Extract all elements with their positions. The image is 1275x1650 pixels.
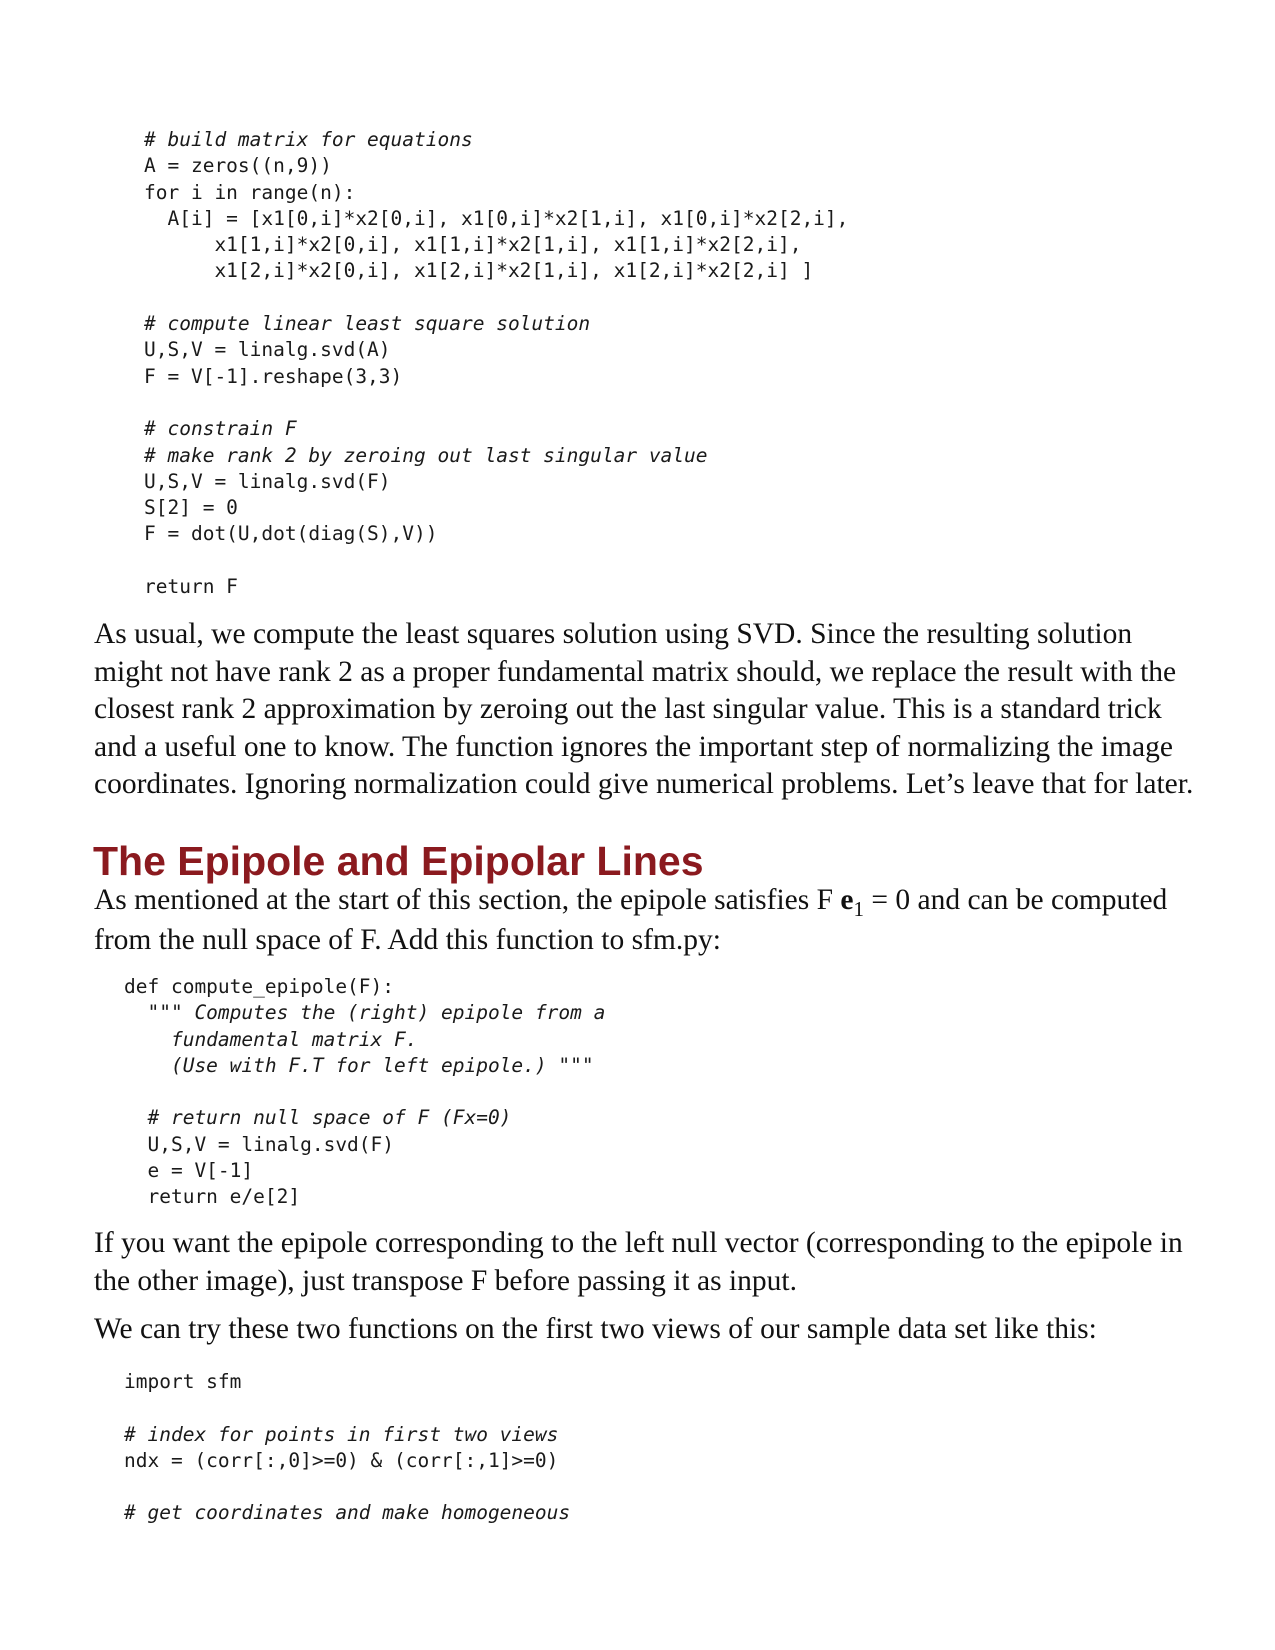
code-comment-line: # get coordinates and make homogeneous xyxy=(124,1501,571,1525)
code-comment-line: # index for points in first two views xyxy=(124,1422,559,1446)
code-line xyxy=(144,548,848,574)
code-line: x1[1,i]*x2[0,i], x1[1,i]*x2[1,i], x1[1,i… xyxy=(144,233,802,257)
code-comment-line: # constrain F xyxy=(144,417,297,441)
code-line: e = V[-1] xyxy=(124,1159,254,1183)
code-block-sample-usage: import sfm # index for points in first tw… xyxy=(124,1369,570,1527)
code-line: F = dot(U,dot(diag(S),V)) xyxy=(144,522,438,546)
code-line: S[2] = 0 xyxy=(144,496,238,520)
code-line xyxy=(144,390,848,416)
code-block-fundamental-matrix: # build matrix for equations A = zeros((n… xyxy=(144,127,848,600)
code-comment-line: fundamental matrix F. xyxy=(124,1027,418,1051)
code-line: F = V[-1].reshape(3,3) xyxy=(144,364,403,388)
paragraph-epipole-text-2: = 0 and can be computed from the null sp… xyxy=(94,884,1168,956)
paragraph-least-squares: As usual, we compute the least squares s… xyxy=(94,618,1194,800)
code-comment-line: # build matrix for equations xyxy=(144,128,473,151)
paragraph-try-functions: We can try these two functions on the fi… xyxy=(94,1313,1097,1345)
code-line: ndx = (corr[:,0]>=0) & (corr[:,1]>=0) xyxy=(124,1448,559,1472)
epipole-subscript: 1 xyxy=(853,897,864,921)
code-line xyxy=(124,1474,570,1500)
paragraph-epipole-text-1: As mentioned at the start of this sectio… xyxy=(94,884,841,916)
code-line: x1[2,i]*x2[0,i], x1[2,i]*x2[1,i], x1[2,i… xyxy=(144,259,814,283)
code-block-compute-epipole: def compute_epipole(F): """ Computes the… xyxy=(124,974,605,1211)
code-line: U,S,V = linalg.svd(A) xyxy=(144,338,391,362)
code-line: import sfm xyxy=(124,1370,242,1393)
code-line: A[i] = [x1[0,i]*x2[0,i], x1[0,i]*x2[1,i]… xyxy=(144,206,849,230)
code-line: return e/e[2] xyxy=(124,1185,301,1209)
code-line: U,S,V = linalg.svd(F) xyxy=(144,469,391,493)
code-line: def compute_epipole(F): xyxy=(124,975,395,998)
code-line: for i in range(n): xyxy=(144,180,356,204)
code-comment-line: """ Computes the (right) epipole from a xyxy=(124,1001,606,1025)
paragraph-left-null-vector: If you want the epipole corresponding to… xyxy=(94,1227,1183,1297)
code-comment-line: # make rank 2 by zeroing out last singul… xyxy=(144,443,708,467)
code-line xyxy=(144,285,848,311)
code-line: U,S,V = linalg.svd(F) xyxy=(124,1132,395,1156)
code-comment-line: # return null space of F (Fx=0) xyxy=(124,1106,512,1130)
code-line xyxy=(124,1079,605,1105)
code-line xyxy=(124,1395,570,1421)
code-comment-line: (Use with F.T for left epipole.) """ xyxy=(124,1053,594,1077)
section-heading: The Epipole and Epipolar Lines xyxy=(93,838,704,884)
code-comment-line: # compute linear least square solution xyxy=(144,312,591,336)
paragraph-epipole-intro: As mentioned at the start of this sectio… xyxy=(94,882,1194,959)
epipole-symbol: e xyxy=(840,884,854,916)
code-line: return F xyxy=(144,575,238,599)
code-line: A = zeros((n,9)) xyxy=(144,154,332,178)
